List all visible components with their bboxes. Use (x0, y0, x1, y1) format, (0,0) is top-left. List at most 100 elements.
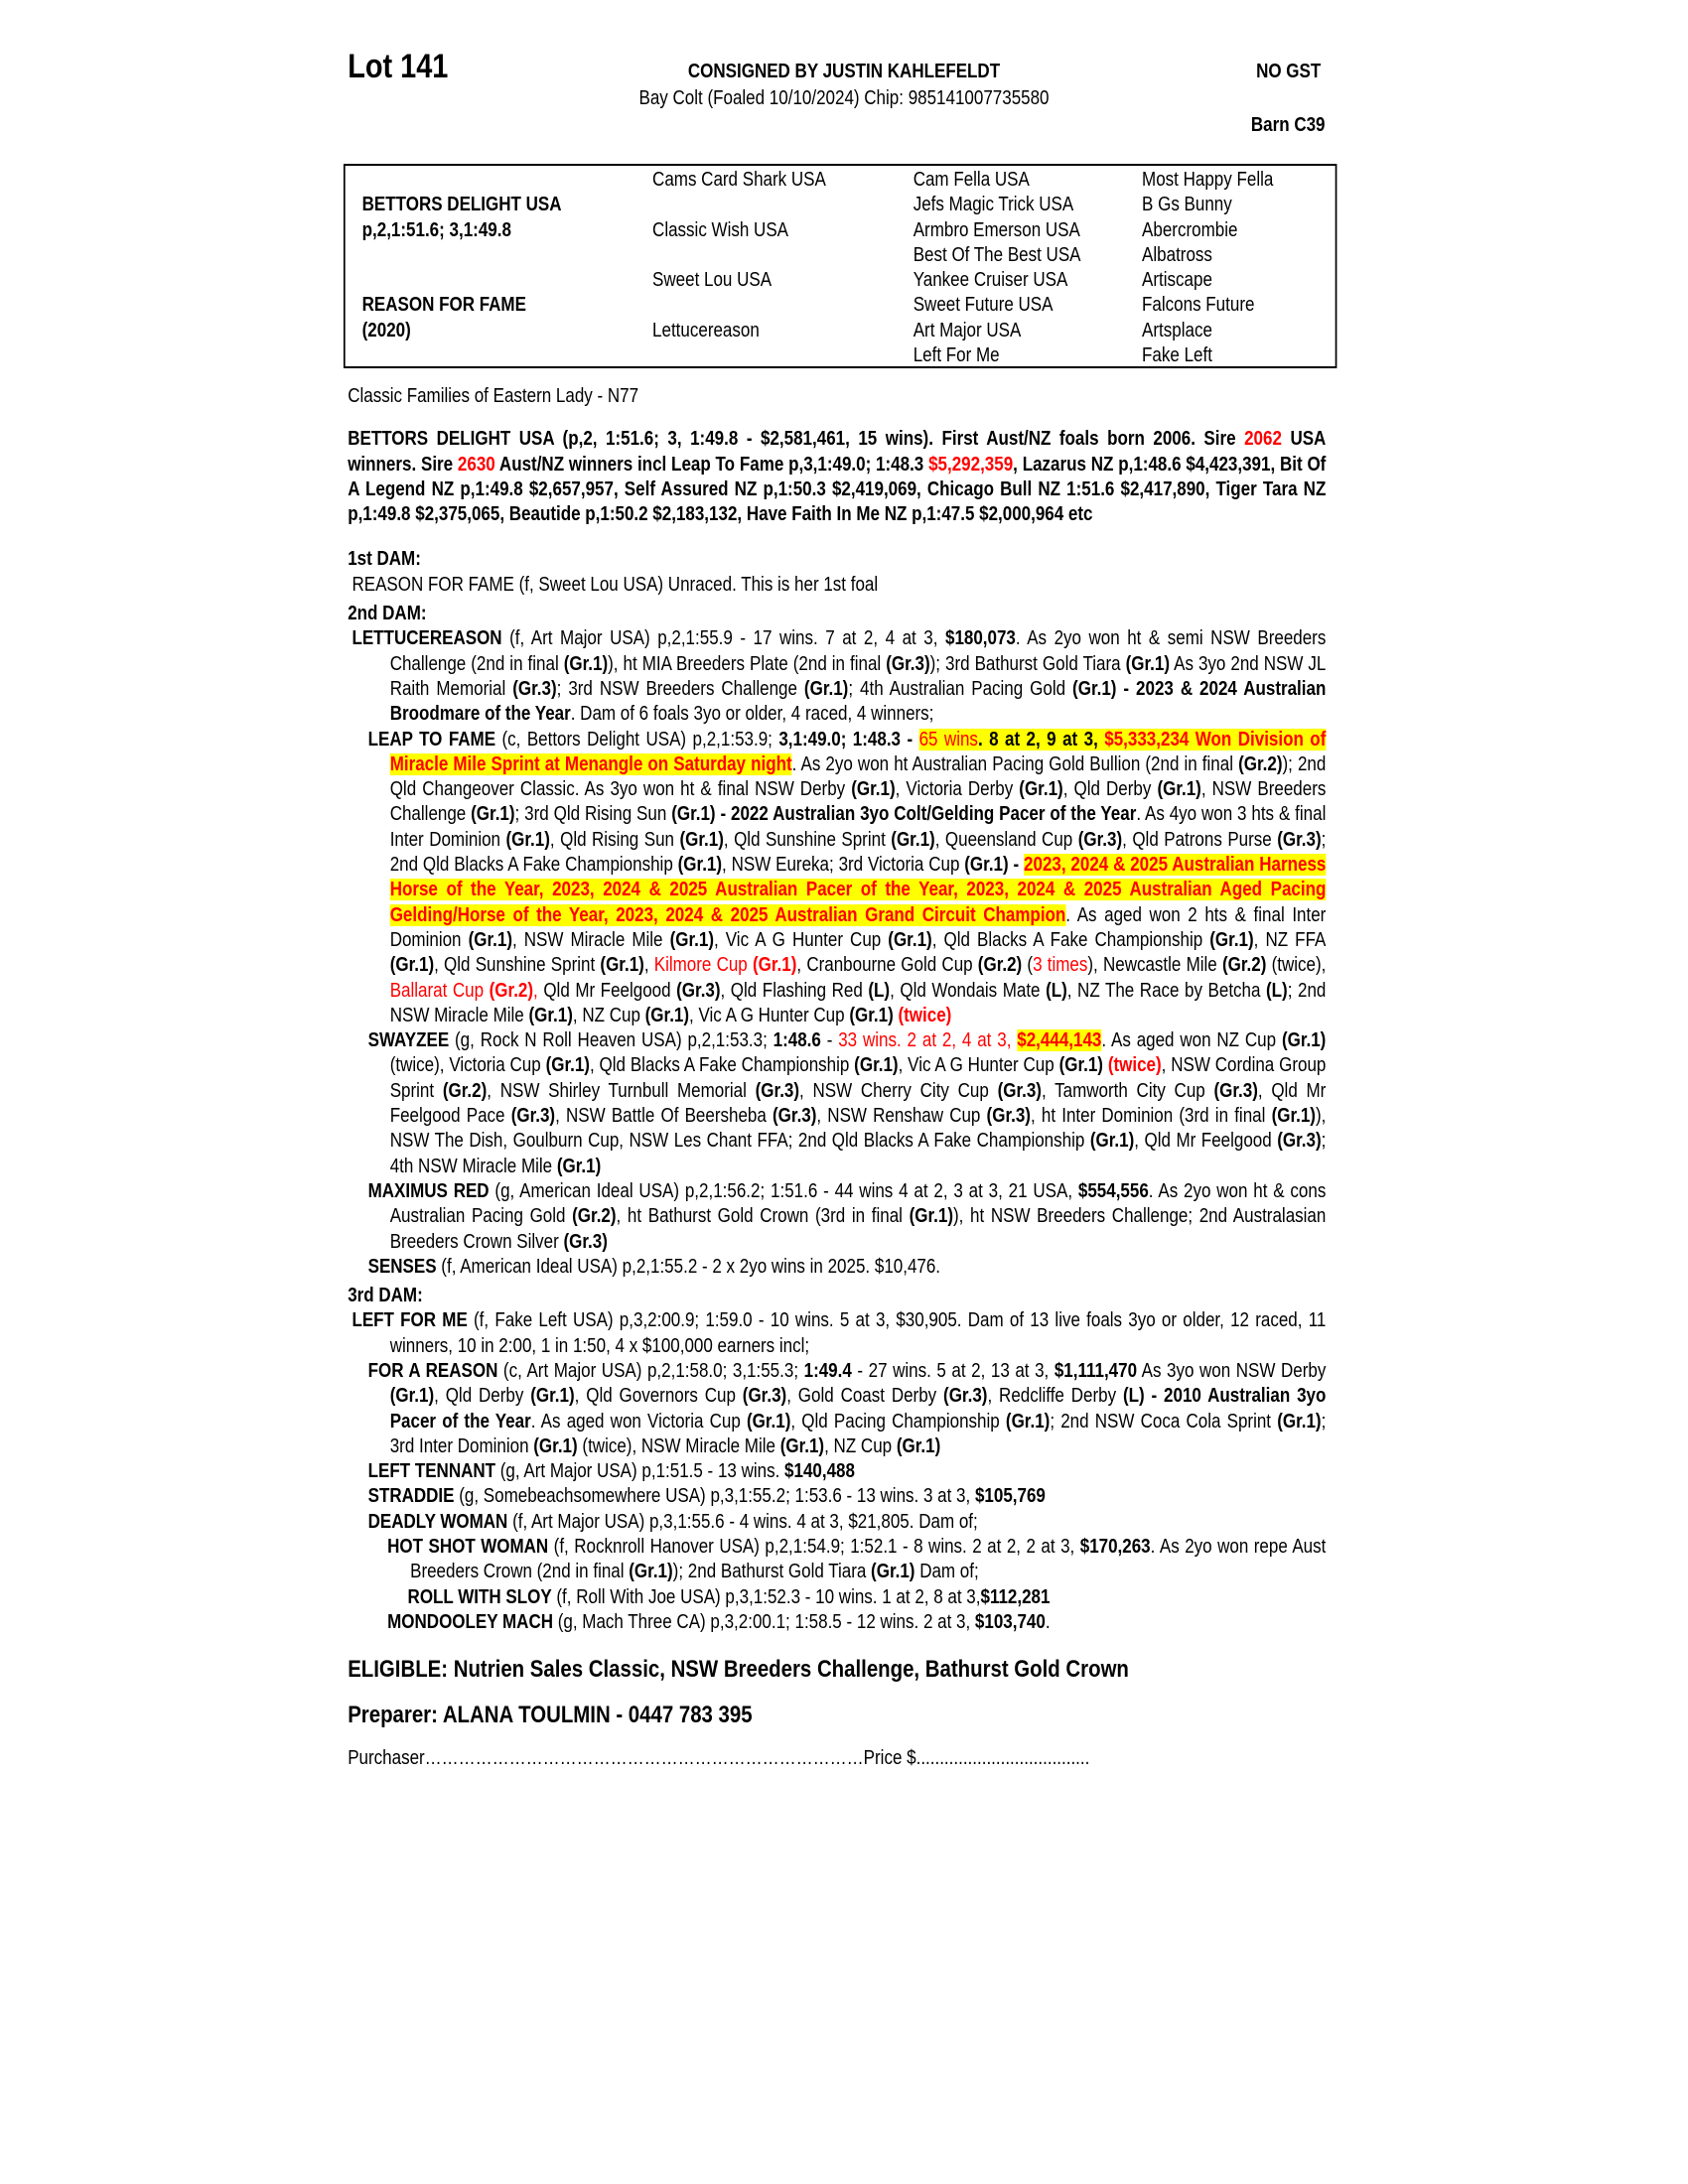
pedigree-ancestor (652, 193, 914, 217)
text-run: (Gr.1) (528, 1004, 573, 1026)
text-run: (twice), NSW Miracle Mile (577, 1434, 780, 1457)
text-run: $5,292,359 (928, 453, 1014, 476)
text-run: ; 3rd NSW Breeders Challenge (556, 677, 804, 700)
catalogue-body: Classic Families of Eastern Lady - N77 B… (348, 384, 1326, 1772)
text-run: (twice), (1266, 954, 1327, 977)
dam-heading: 1st DAM: (348, 548, 421, 571)
preparer: Preparer: ALANA TOULMIN - 0447 783 395 (348, 1702, 753, 1729)
text-run: ; 3rd Inter Dominion (389, 1410, 1327, 1457)
text-run: LEAP TO FAME (367, 728, 496, 751)
progeny-entry: REASON FOR FAME (f, Sweet Lou USA) Unrac… (348, 573, 1326, 598)
text-run: , Qld Pacing Championship (790, 1410, 1006, 1433)
text-run: (Gr.1) (896, 1434, 941, 1457)
text-run: , NSW Battle Of Beersheba (555, 1105, 774, 1128)
text-run: , NZ Cup (824, 1434, 897, 1457)
text-run: $170,263 (1079, 1536, 1151, 1559)
text-run: (Gr.1) (752, 954, 797, 977)
text-run: ( (1022, 954, 1034, 977)
text-run: Kilmore Cup (653, 954, 753, 977)
text-run: , Qld Blacks A Fake Championship (589, 1054, 855, 1077)
text-run: $2,444,143 (1017, 1029, 1102, 1052)
text-run: (Gr.1) (1089, 1130, 1135, 1153)
pedigree-ancestor: B Gs Bunny (1142, 194, 1232, 216)
text-run: USA winners. Sire (348, 428, 1327, 476)
progeny-entry: STRADDIE (g, Somebeachsomewhere USA) p,3… (348, 1484, 1326, 1509)
text-run: $554,556 (1077, 1179, 1149, 1202)
text-run: (twice) (1107, 1054, 1162, 1077)
text-run: ; 4th NSW Miracle Mile (389, 1130, 1327, 1177)
pedigree-parent (362, 243, 652, 268)
text-run: (Gr.1) (471, 803, 515, 826)
text-run: 65 wins (918, 728, 978, 751)
text-run: (Gr.1) (468, 928, 512, 951)
text-run: (Gr.1) (871, 1561, 915, 1583)
text-run: FOR A REASON (367, 1359, 498, 1382)
text-run: (Gr.1) (1277, 1410, 1322, 1433)
text-run: (Gr.1) (746, 1410, 791, 1433)
text-run: , Qld Sunshine Sprint (434, 954, 601, 977)
text-run: (Gr.3) (512, 677, 557, 700)
dam-section: 1st DAM:REASON FOR FAME (f, Sweet Lou US… (348, 547, 1326, 598)
text-run: (Gr.1) (779, 1434, 825, 1457)
text-run: (Gr.1) (1058, 1054, 1103, 1077)
text-run: , Redcliffe Derby (987, 1385, 1123, 1408)
text-run: , ht Inter Dominion (3rd in final (1030, 1105, 1272, 1128)
pedigree-ancestor: Abercrombie (1142, 218, 1238, 241)
text-run: , NSW Eureka; 3rd Victoria Cup (722, 854, 965, 877)
text-run: ), Newcastle Mile (1087, 954, 1222, 977)
text-run: . Dam of 6 foals 3yo or older, 4 raced, … (570, 703, 934, 726)
text-run: ; 2nd Qld Blacks A Fake Championship (389, 828, 1327, 877)
progeny-entry: SWAYZEE (g, Rock N Roll Heaven USA) p,2,… (348, 1028, 1326, 1179)
text-run: $112,281 (980, 1585, 1051, 1608)
text-run: (Gr.3) (997, 1079, 1042, 1102)
text-run: $105,769 (974, 1485, 1046, 1508)
text-run: (g, Mach Three CA) p,3,2:00.1; 1:58.5 - … (553, 1610, 975, 1633)
text-run: ), ht NSW Breeders Challenge; 2nd Austra… (389, 1205, 1327, 1253)
pedigree-ancestor (652, 243, 914, 268)
text-run: (Gr.1) (389, 954, 435, 977)
text-run: (f, Roll With Joe USA) p,3,1:52.3 - 10 w… (551, 1585, 981, 1608)
text-run: $103,740 (974, 1610, 1046, 1633)
text-run: (Gr.3) (1277, 828, 1322, 851)
text-run: , NSW Cherry City Cup (799, 1079, 998, 1102)
text-run: . As 2yo won ht & cons Australian Pacing… (389, 1179, 1327, 1228)
text-run: , NSW Breeders Challenge (389, 778, 1327, 826)
text-run: , Gold Coast Derby (786, 1385, 944, 1408)
text-run: (L) (1266, 979, 1288, 1002)
progeny-entry: LEAP TO FAME (c, Bettors Delight USA) p,… (348, 728, 1327, 1029)
text-run: ); 2nd Bathurst Gold Tiara (672, 1561, 872, 1583)
text-run: (Gr.3) (886, 652, 930, 675)
text-run: BETTORS DELIGHT USA (p,2, 1:51.6; 3, 1:4… (348, 428, 1245, 451)
text-run: (Gr.1) (1271, 1105, 1316, 1128)
text-run: (Gr.1) - 2022 Australian 3yo Colt/Geldin… (671, 803, 1137, 826)
pedigree-ancestor: Albatross (1142, 243, 1212, 266)
text-run: ); 2nd Qld Changeover Classic. As 3yo wo… (389, 752, 1327, 801)
text-run: 2062 (1244, 428, 1282, 451)
text-run: , Tamworth City Cup (1041, 1079, 1214, 1102)
progeny-entry: MAXIMUS RED (g, American Ideal USA) p,2,… (348, 1179, 1327, 1255)
gst-status: NO GST (1256, 61, 1322, 82)
text-run: (Gr.1) (533, 1434, 578, 1457)
text-run: LEFT FOR ME (352, 1309, 468, 1332)
text-run: 3 times (1033, 954, 1088, 977)
progeny-entry: LEFT FOR ME (f, Fake Left USA) p,3,2:00.… (348, 1308, 1326, 1359)
text-run: ; 3rd Qld Rising Sun (514, 803, 672, 826)
text-run: As 3yo 2nd NSW JL Raith Memorial (389, 652, 1327, 700)
text-run: , Queensland Cup (934, 828, 1078, 851)
text-run: (Gr.2) (1238, 752, 1283, 775)
pedigree-ancestor: Lettucereason (652, 319, 760, 341)
text-run: . As 2yo won ht Australian Pacing Gold B… (791, 752, 1239, 775)
pedigree-parent: REASON FOR FAME (361, 294, 526, 317)
text-run: (Gr.3) (943, 1385, 988, 1408)
text-run: , NZ Cup (572, 1004, 645, 1026)
text-run: ), NSW The Dish, Goulburn Cup, NSW Les C… (389, 1105, 1327, 1153)
text-run: , NZ FFA (1253, 928, 1327, 951)
text-run: (Gr.1) (854, 1054, 899, 1077)
text-run: 3,1:49.0; 1:48.3 - (778, 728, 919, 751)
text-run: . As 2yo won repe Aust Breeders Crown (2… (410, 1536, 1327, 1583)
text-run: , Qld Rising Sun (549, 828, 680, 851)
text-run: . As aged won Victoria Cup (530, 1410, 747, 1433)
text-run: . As aged won NZ Cup (1101, 1029, 1282, 1052)
pedigree-ancestor: Best Of The Best USA (913, 243, 1081, 266)
